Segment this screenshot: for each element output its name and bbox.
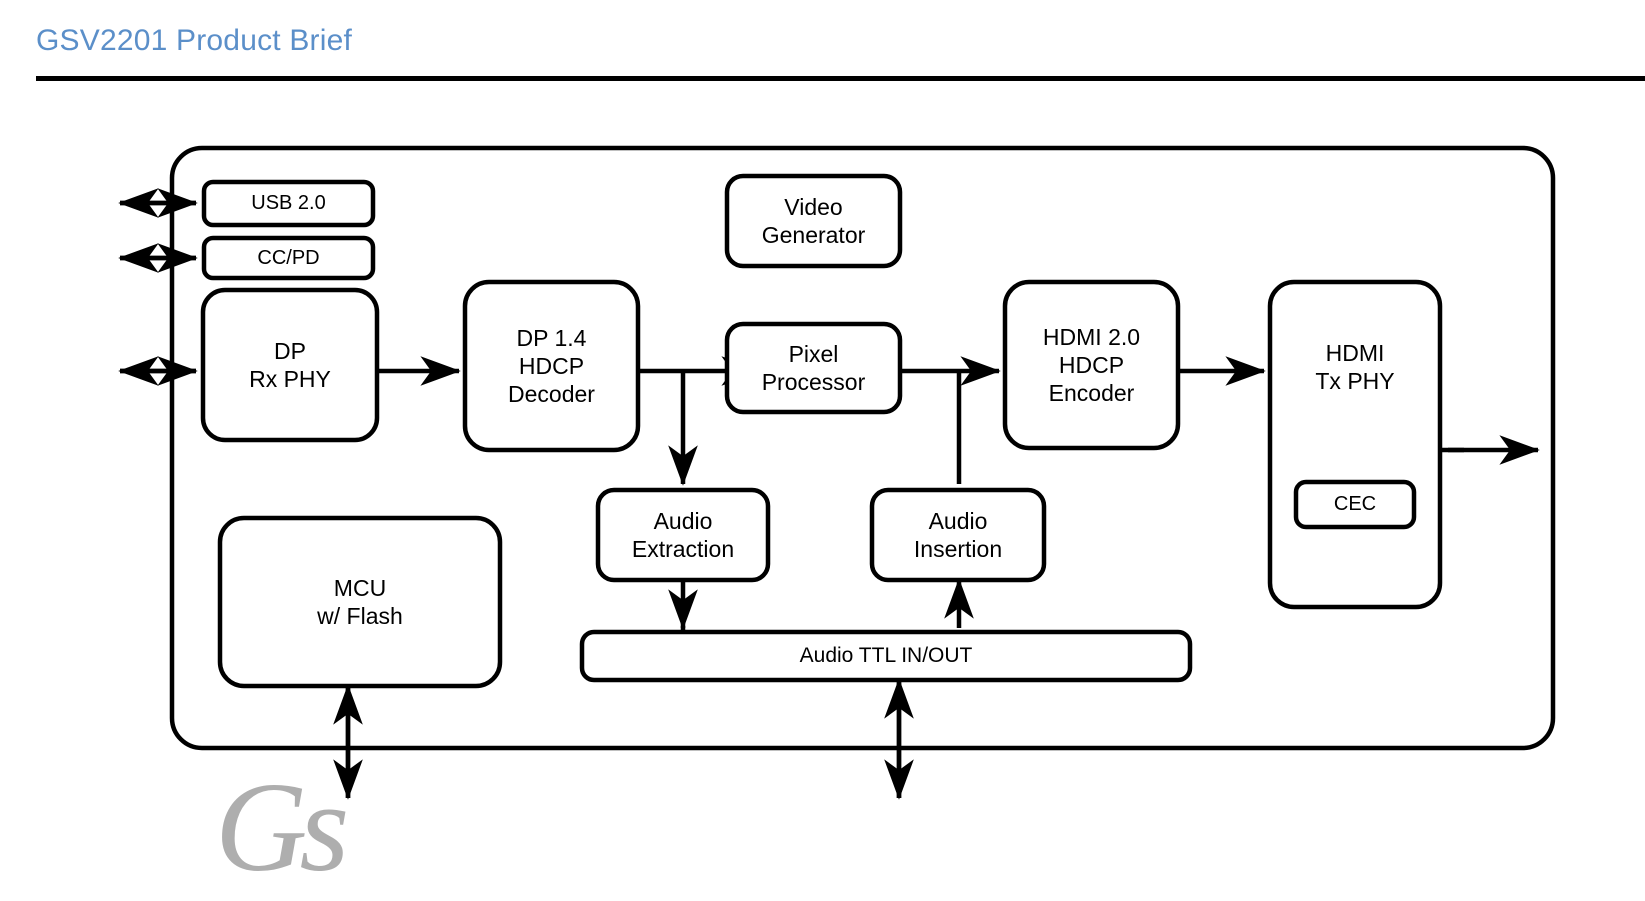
block-cec[interactable] [1293,479,1417,530]
block-diagram: USB 2.0 CC/PD DP Rx PHY DP 1.4 HDCP Deco… [0,86,1645,898]
page-header: GSV2201 Product Brief [0,0,1645,86]
block-audio-extraction[interactable] [595,487,771,583]
block-mcu[interactable] [217,515,503,689]
diagram-canvas [118,145,1556,800]
block-audio-insertion[interactable] [869,487,1047,583]
block-hdmi-tx-phy[interactable] [1267,279,1443,610]
block-hdmi20-hdcp-encoder[interactable] [1002,279,1181,451]
block-usb20[interactable] [201,179,376,228]
block-audio-ttl-bar[interactable] [579,629,1193,683]
page-title: GSV2201 Product Brief [36,24,353,57]
block-ccpd[interactable] [201,235,376,281]
block-video-generator[interactable] [724,173,903,269]
block-dp14-hdcp-decoder[interactable] [462,279,641,453]
block-dp-rx-phy[interactable] [200,287,380,443]
header-divider [36,76,1645,81]
block-pixel-processor[interactable] [724,321,903,415]
